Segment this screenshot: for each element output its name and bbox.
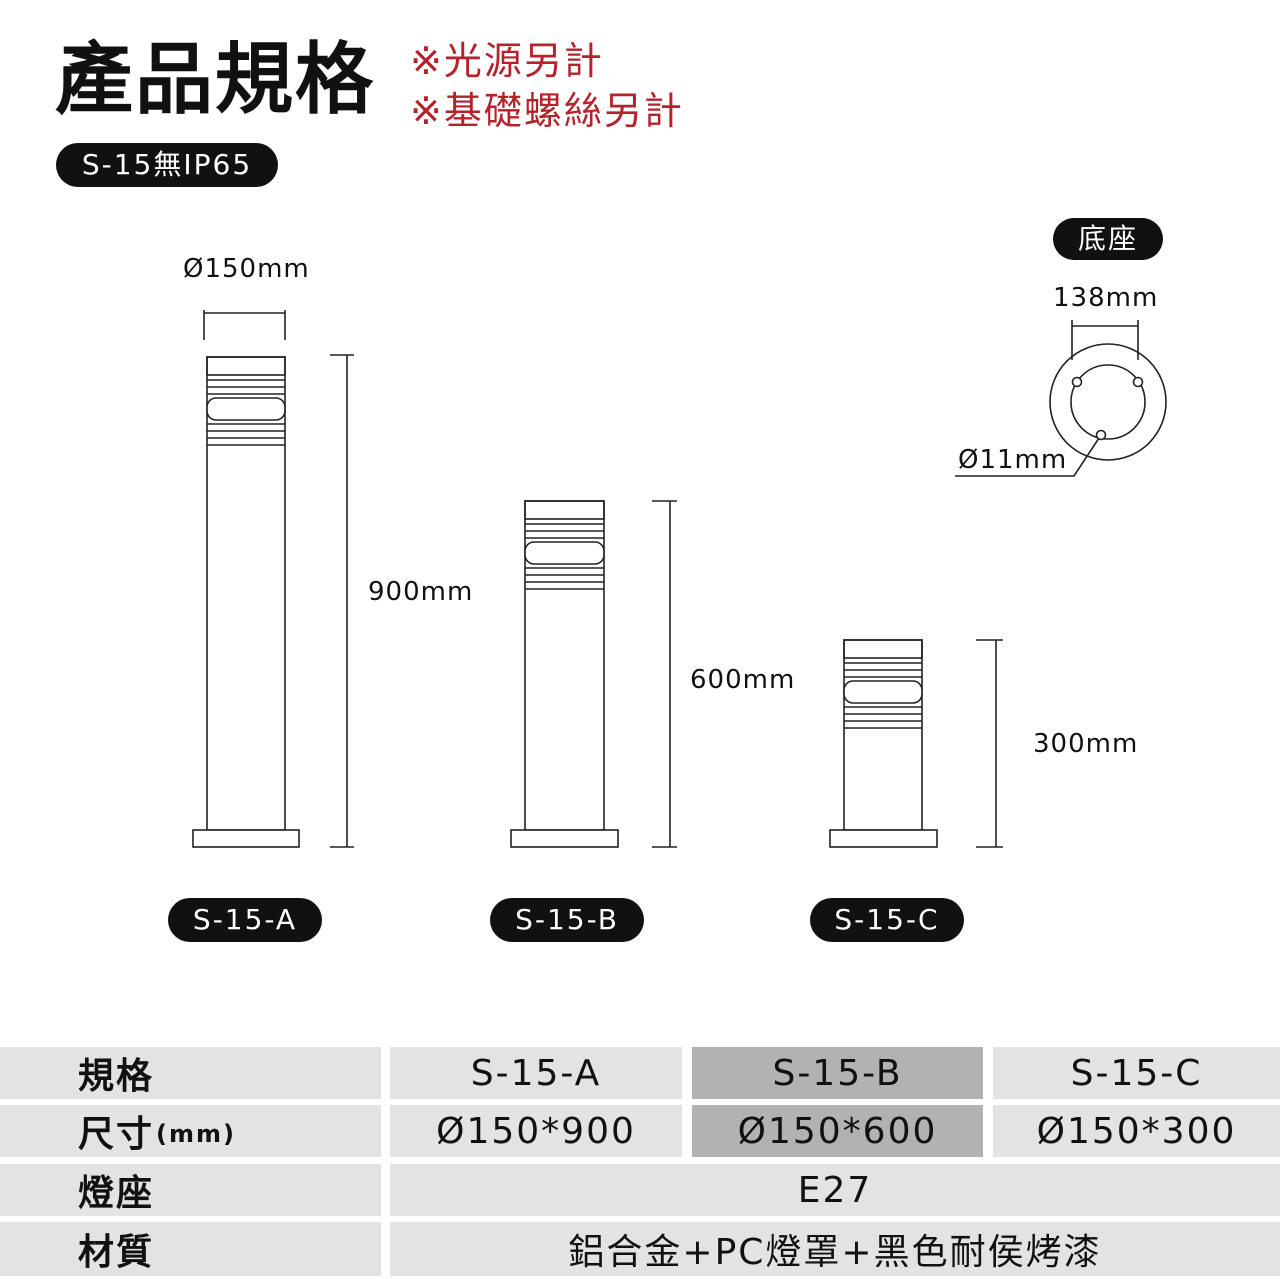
width-dimension-line <box>203 310 286 340</box>
spec-cell-b: S-15-B <box>692 1047 983 1099</box>
base-hole-label: Ø11mm <box>958 445 1068 475</box>
height-dimension-c <box>976 639 1003 848</box>
bollard-c-outline <box>829 639 938 848</box>
note-foundation-screws: ※基礎螺絲另計 <box>410 89 684 133</box>
row-label-size: 尺寸(mm) <box>0 1105 381 1157</box>
width-label: Ø150mm <box>183 254 310 284</box>
model-badge-a: S-15-A <box>168 898 322 942</box>
height-label-b: 600mm <box>690 665 796 695</box>
material-cell: 鋁合金+PC燈罩+黑色耐侯烤漆 <box>390 1222 1280 1276</box>
base-diameter-label: 138mm <box>1053 283 1159 313</box>
height-dimension-b <box>652 500 677 848</box>
socket-cell: E27 <box>390 1164 1280 1216</box>
size-unit: (mm) <box>156 1120 236 1148</box>
product-drawing <box>192 310 1167 848</box>
model-badge-b: S-15-B <box>490 898 644 942</box>
size-cell-b: Ø150*600 <box>692 1105 983 1157</box>
spec-cell-a: S-15-A <box>390 1047 682 1099</box>
base-plate-diagram <box>955 320 1167 477</box>
page-title: 產品規格 <box>55 35 376 125</box>
height-label-c: 300mm <box>1033 729 1139 759</box>
model-badge: S-15無IP65 <box>56 143 278 187</box>
model-badge-c: S-15-C <box>810 898 964 942</box>
height-dimension-a <box>330 354 354 848</box>
row-label-material: 材質 <box>0 1222 381 1276</box>
row-label-spec: 規格 <box>0 1047 381 1099</box>
height-label-a: 900mm <box>368 577 474 607</box>
size-cell-a: Ø150*900 <box>390 1105 682 1157</box>
note-light-source: ※光源另計 <box>410 39 604 83</box>
row-label-socket: 燈座 <box>0 1164 381 1216</box>
size-cell-c: Ø150*300 <box>993 1105 1280 1157</box>
base-badge: 底座 <box>1053 218 1163 260</box>
bollard-b-outline <box>510 500 619 848</box>
spec-cell-c: S-15-C <box>993 1047 1280 1099</box>
bollard-a-outline <box>192 356 300 848</box>
